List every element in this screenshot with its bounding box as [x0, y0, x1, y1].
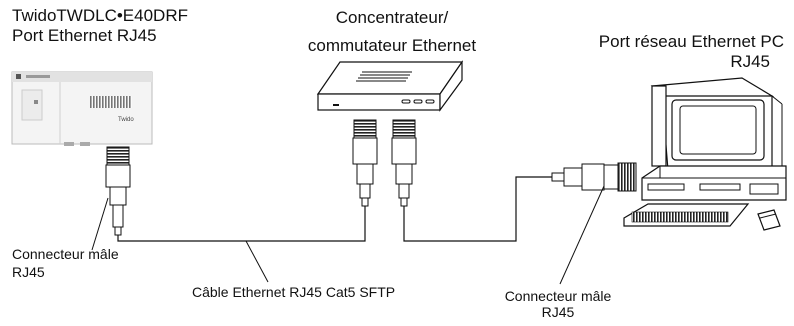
pc-port-label-line2: RJ45 — [730, 52, 770, 71]
mouse-icon — [757, 209, 781, 231]
pc-icon — [641, 77, 787, 201]
rj45-plug-icon — [551, 162, 637, 192]
rj45-plug-icon — [391, 119, 417, 207]
connector-left-label-line2: RJ45 — [12, 264, 45, 280]
keyboard-icon — [623, 203, 750, 227]
hub-label-line2: commutateur Ethernet — [307, 36, 477, 55]
plc-model-label: TwidoTWDLC•E40DRF — [12, 6, 188, 25]
rj45-plug-icon — [352, 119, 378, 207]
leader-lines — [91, 185, 605, 285]
cable-label: Câble Ethernet RJ45 Cat5 SFTP — [192, 284, 396, 300]
connector-right-label-line2: RJ45 — [541, 304, 575, 320]
hub-label-line1: Concentrateur/ — [335, 8, 449, 27]
pc-port-label-line1: Port réseau Ethernet PC — [598, 32, 784, 51]
plc-port-label: Port Ethernet RJ45 — [12, 26, 157, 45]
connector-right-label-line1: Connecteur mâle — [504, 288, 612, 304]
rj45-plug-icon — [105, 146, 131, 236]
plc-icon: Twido — [11, 71, 153, 146]
plc-brand-text: Twido — [118, 117, 134, 123]
hub-icon — [316, 60, 464, 112]
ethernet-cable — [117, 176, 552, 242]
connector-left-label-line1: Connecteur mâle — [12, 246, 119, 262]
